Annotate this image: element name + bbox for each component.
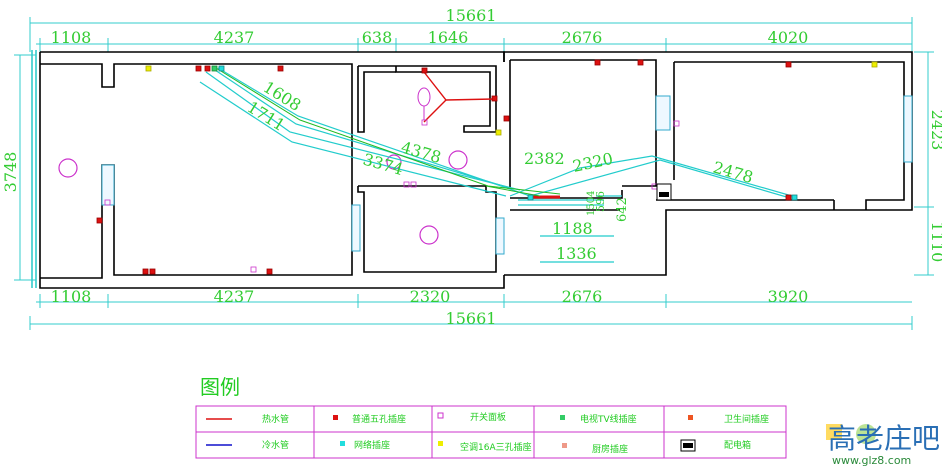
dim-top-seg-1: 1108 bbox=[51, 28, 92, 47]
dim-left-height: 3748 bbox=[1, 152, 20, 193]
dim-top-seg-6: 4020 bbox=[768, 28, 809, 47]
legend-network-swatch bbox=[340, 441, 345, 446]
pipe-label-596: 596 bbox=[594, 191, 607, 212]
legend-kitchen-swatch bbox=[562, 443, 567, 448]
legend-ac-swatch bbox=[438, 441, 443, 446]
legend-network: 网络插座 bbox=[354, 439, 390, 451]
dim-bottom-seg-4: 2676 bbox=[562, 287, 603, 306]
dim-top-seg-3: 638 bbox=[362, 28, 393, 47]
legend-outlet: 普通五孔插座 bbox=[352, 413, 406, 425]
walls bbox=[31, 50, 913, 289]
dim-right-upper: 2423 bbox=[928, 110, 942, 151]
dim-right-lower: 1110 bbox=[928, 222, 942, 263]
legend-kitchen: 厨房插座 bbox=[592, 443, 628, 455]
watermark-logo-text: 高老庄吧 bbox=[828, 422, 940, 455]
bottom-dimension-chain bbox=[29, 294, 913, 330]
pipe-label-1188: 1188 bbox=[552, 219, 593, 238]
legend-cold-water: 冷水管 bbox=[262, 439, 289, 451]
legend-panel-box: 配电箱 bbox=[724, 439, 751, 451]
legend-panel-box-icon bbox=[680, 439, 696, 452]
ceiling-lights bbox=[58, 150, 468, 245]
legend-tv: 电视TV线插座 bbox=[580, 413, 637, 425]
outlets bbox=[96, 59, 878, 275]
bath-fixture bbox=[417, 87, 431, 120]
legend-outlet-swatch bbox=[333, 415, 338, 420]
legend-bath: 卫生间插座 bbox=[724, 413, 769, 425]
dim-top-seg-4: 1646 bbox=[428, 28, 469, 47]
legend-ac: 空调16A三孔插座 bbox=[460, 441, 532, 453]
pipe-label-2320: 2320 bbox=[571, 149, 615, 176]
watermark-url: www.glz8.com bbox=[832, 454, 911, 467]
pipe-label-1336: 1336 bbox=[556, 244, 597, 263]
legend-switch-swatch bbox=[437, 412, 444, 419]
side-dimensions bbox=[14, 51, 934, 281]
dim-bottom-seg-1: 1108 bbox=[51, 287, 92, 306]
dim-bottom-seg-5: 3920 bbox=[768, 287, 809, 306]
dim-top-seg-5: 2676 bbox=[562, 28, 603, 47]
dim-top-total: 15661 bbox=[446, 6, 497, 25]
windows bbox=[101, 95, 913, 255]
dim-bottom-seg-3: 2320 bbox=[410, 287, 451, 306]
green-pipe bbox=[215, 67, 561, 197]
legend-table bbox=[195, 405, 787, 459]
watermark-logo: 高老庄吧 www.glz8.com bbox=[826, 422, 940, 467]
pipe-label-642: 642 bbox=[615, 197, 630, 222]
dim-top-seg-2: 4237 bbox=[214, 28, 255, 47]
pipe-label-2382: 2382 bbox=[524, 149, 565, 168]
hot-water-pipe bbox=[423, 71, 560, 199]
legend-title: 图例 bbox=[200, 375, 240, 399]
legend-hot-water: 热水管 bbox=[262, 413, 289, 425]
pipe-label-1504: 1504 bbox=[586, 191, 597, 216]
pipe-label-2478: 2478 bbox=[711, 158, 755, 187]
legend-switch: 开关面板 bbox=[470, 411, 506, 423]
legend-bath-swatch bbox=[688, 415, 693, 420]
dim-bottom-total: 15661 bbox=[446, 309, 497, 328]
dim-bottom-seg-2: 4237 bbox=[214, 287, 255, 306]
top-dimension-chain bbox=[29, 17, 913, 52]
legend-tv-swatch bbox=[560, 415, 565, 420]
distribution-box bbox=[656, 183, 672, 201]
